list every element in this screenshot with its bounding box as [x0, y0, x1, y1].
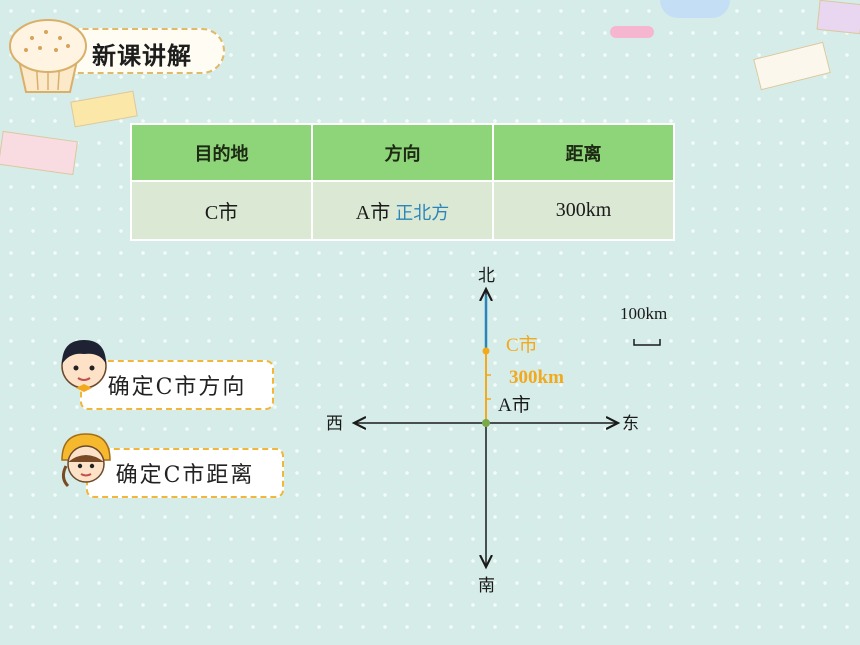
distance-label: 300km	[509, 367, 564, 388]
cell-distance: 300km	[492, 180, 675, 241]
cell-direction: A市 正北方	[311, 180, 494, 241]
direction-prefix: A市	[355, 202, 391, 224]
ticket-decoration	[816, 0, 860, 35]
cell-destination: C市	[130, 180, 313, 241]
info-table: 目的地 方向 距离 C市 A市 正北方 300km	[130, 123, 675, 241]
boy-avatar-icon	[61, 340, 107, 392]
a-city-point	[482, 419, 490, 427]
table-row: C市 A市 正北方 300km	[130, 180, 675, 241]
callout-direction: 确定C市方向	[80, 360, 274, 410]
compass-diagram: 北 南 东 西 C市 A市 300km 100km	[326, 266, 667, 596]
muffin-icon	[9, 19, 87, 93]
south-label: 南	[478, 576, 495, 596]
north-label: 北	[478, 266, 495, 286]
direction-value: 正北方	[395, 203, 450, 224]
scale-bar	[633, 339, 661, 346]
east-label: 东	[622, 414, 639, 434]
west-label: 西	[326, 414, 343, 434]
ticket-decoration	[753, 41, 831, 91]
c-city-label: C市	[506, 334, 538, 356]
ticket-decoration	[0, 130, 78, 176]
page-title: 新课讲解	[92, 42, 192, 70]
callout-distance: 确定C市距离	[86, 448, 284, 498]
table-header-row: 目的地 方向 距离	[130, 123, 675, 182]
header-destination: 目的地	[130, 123, 313, 182]
a-city-label: A市	[498, 394, 531, 416]
cloud-decoration	[660, 0, 730, 18]
header-distance: 距离	[492, 123, 675, 182]
header-direction: 方向	[311, 123, 494, 182]
candy-decoration	[610, 26, 654, 38]
c-city-point	[482, 347, 490, 355]
girl-avatar-icon	[61, 433, 111, 488]
scale-label: 100km	[620, 304, 667, 323]
